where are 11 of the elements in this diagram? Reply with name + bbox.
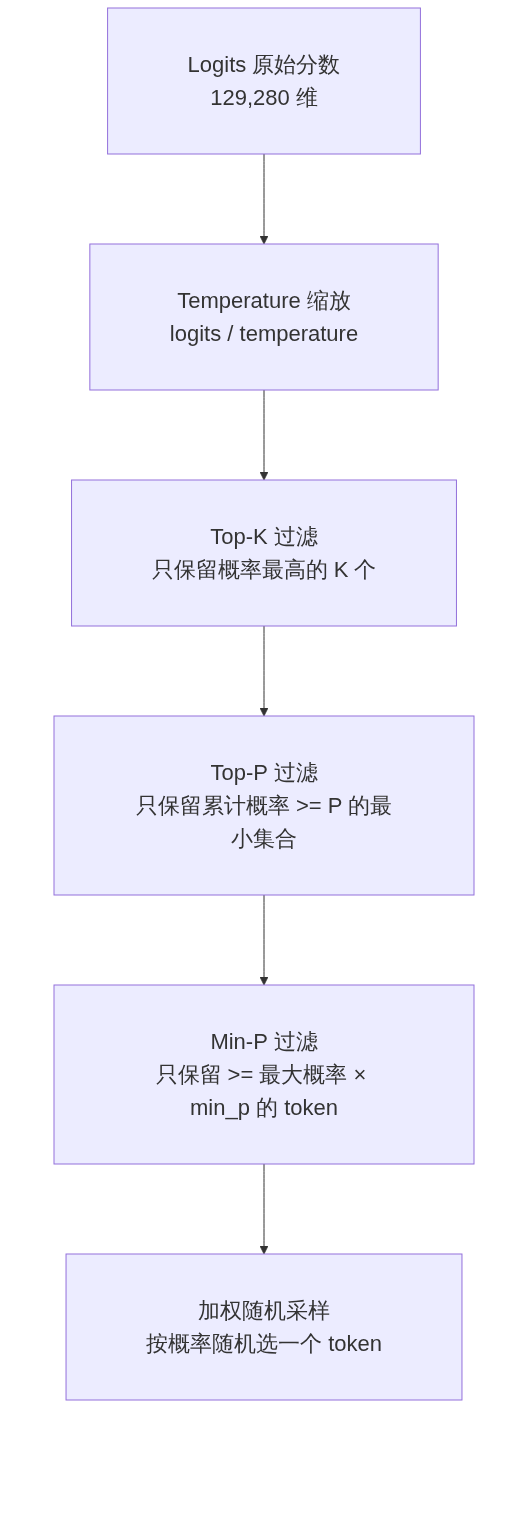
arrow <box>259 1163 268 1255</box>
node-box: Top-P 过滤 只保留累计概率 >= P 的最小集合 <box>53 715 474 896</box>
node-box: 加权随机采样 按概率随机选一个 token <box>65 1253 462 1401</box>
node-box: Top-K 过滤 只保留概率最高的 K 个 <box>70 479 457 627</box>
node-box: Logits 原始分数 129,280 维 <box>106 7 421 155</box>
node-box: Temperature 缩放 logits / temperature <box>88 243 439 391</box>
arrow <box>259 894 268 986</box>
arrow <box>259 625 268 717</box>
node-box: Min-P 过滤 只保留 >= 最大概率 × min_p 的 token <box>53 984 474 1165</box>
arrow <box>259 389 268 481</box>
arrow <box>259 153 268 245</box>
